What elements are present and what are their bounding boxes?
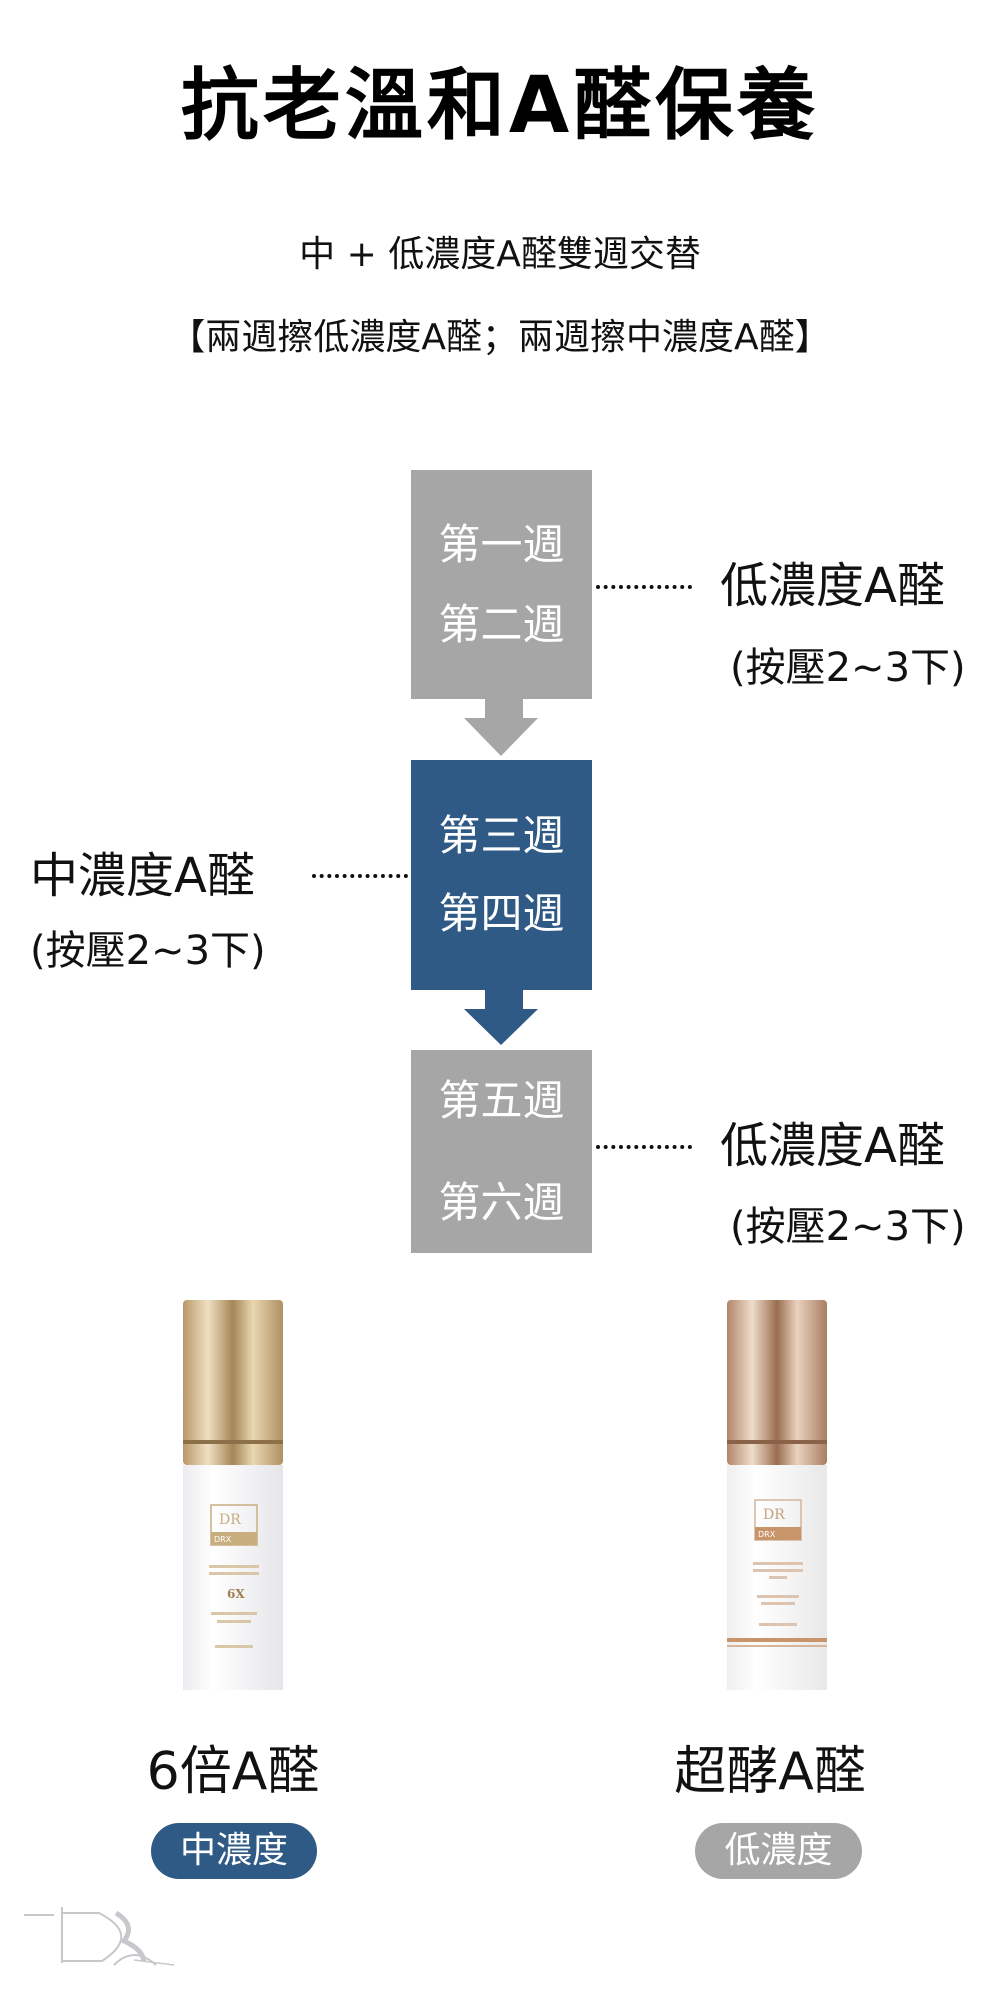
svg-text:DRX: DRX: [758, 1530, 776, 1539]
svg-text:6X: 6X: [227, 1587, 245, 1601]
dosage-note: (按壓2~3下): [730, 1204, 966, 1250]
page-title: 抗老溫和A醛保養: [180, 61, 820, 151]
concentration-label: 中濃度A醛: [30, 848, 255, 904]
week-label: 第六週: [438, 1177, 565, 1227]
connector-dots: [312, 874, 408, 878]
dosage-note: (按壓2~3下): [30, 928, 266, 974]
brand-logo-icon: [24, 1907, 175, 1966]
svg-text:DR: DR: [763, 1507, 785, 1523]
week-label: 第一週: [438, 519, 565, 569]
down-arrow-icon: [464, 699, 538, 756]
concentration-label: 低濃度A醛: [720, 558, 945, 614]
step-box-weeks-5-6: 第五週 第六週: [411, 1050, 592, 1253]
step-box-weeks-1-2: 第一週 第二週: [411, 470, 592, 699]
product-name: 6倍A醛: [146, 1742, 320, 1802]
concentration-label: 低濃度A醛: [720, 1118, 945, 1174]
concentration-badge-medium: 中濃度: [151, 1823, 317, 1879]
svg-text:DRX: DRX: [214, 1535, 232, 1544]
svg-text:DR: DR: [219, 1512, 241, 1528]
connector-dots: [596, 585, 692, 589]
week-label: 第四週: [438, 889, 565, 938]
down-arrow-icon: [464, 990, 538, 1045]
week-label: 第二週: [438, 599, 565, 649]
product-bottle-6x: DR DRX 6X: [183, 1300, 283, 1690]
step-box-weeks-3-4: 第三週 第四週: [411, 760, 592, 990]
connector-dots: [596, 1145, 692, 1149]
subtitle-line2: 【兩週擦低濃度A醛；兩週擦中濃度A醛】: [169, 317, 831, 358]
product-name: 超酵A醛: [674, 1742, 866, 1802]
week-label: 第三週: [438, 811, 565, 860]
dosage-note: (按壓2~3下): [730, 645, 966, 691]
week-label: 第五週: [438, 1075, 565, 1125]
subtitle-line1: 中 + 低濃度A醛雙週交替: [299, 234, 701, 275]
product-bottle-light: DR DRX: [727, 1300, 827, 1690]
concentration-badge-low: 低濃度: [695, 1823, 862, 1879]
